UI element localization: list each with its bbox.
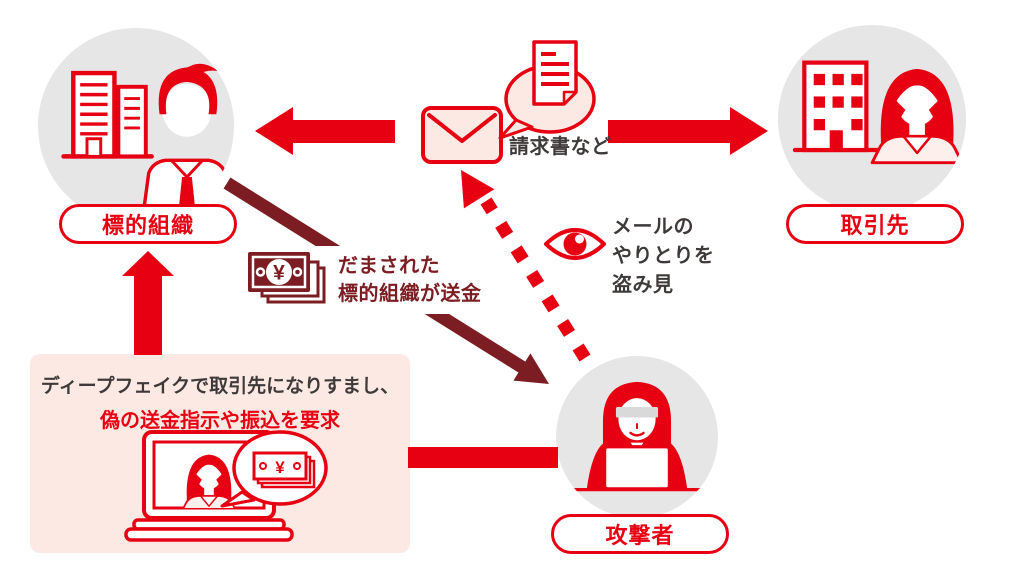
yen-symbol: ¥ <box>273 262 285 285</box>
remittance-line-1: だまされた <box>338 255 441 277</box>
target-org-avatar <box>38 28 234 224</box>
eavesdrop-eye-icon <box>544 228 606 260</box>
attacker-label: 攻撃者 <box>551 514 729 554</box>
money-stack-icon: ¥ <box>248 252 326 304</box>
connector-attacker-to-box <box>408 447 558 468</box>
deepfake-text-line-1: ディープフェイクで取引先になりすまし、 <box>40 376 400 397</box>
deepfake-text-line-2: 偽の送金指示や振込を要求 <box>100 410 340 432</box>
remittance-note: ¥ だまされた 標的組織が送金 <box>240 246 490 314</box>
arrow-email-to-target <box>255 107 395 155</box>
eavesdrop-line-2: やりとりを <box>612 245 715 267</box>
eavesdrop-line-1: メールの <box>612 216 694 238</box>
money-bubble-bills: ¥ <box>252 451 316 489</box>
attacker-avatar <box>556 356 718 518</box>
arrow-target-to-attacker-head <box>513 353 549 384</box>
office-building-businesswoman-icon <box>792 60 964 165</box>
arrow-email-to-partner <box>608 107 768 155</box>
hooded-hacker-laptop-icon <box>564 381 710 492</box>
remittance-line-2: 標的組織が送金 <box>338 283 482 305</box>
arrow-attacker-to-email-head <box>461 170 495 209</box>
arrow-box-to-target <box>122 251 174 355</box>
email-icon <box>421 106 503 164</box>
email-caption: 請求書など <box>509 136 612 158</box>
office-building-businessman-icon <box>61 63 234 224</box>
eavesdrop-caption: メールの やりとりを 盗み見 <box>612 213 715 300</box>
yen-symbol: ¥ <box>275 458 285 477</box>
invoice-document-bubble-icon <box>498 40 596 140</box>
partner-label: 取引先 <box>786 204 964 244</box>
deepfake-callout: ディープフェイクで取引先になりすまし、 偽の送金指示や振込を要求 ¥ <box>30 354 410 553</box>
target-org-label: 標的組織 <box>59 204 237 244</box>
remittance-caption: だまされた 標的組織が送金 <box>338 250 482 308</box>
eavesdrop-line-3: 盗み見 <box>612 274 674 296</box>
video-call-money-icon: ¥ <box>124 430 328 542</box>
partner-avatar <box>778 25 966 213</box>
